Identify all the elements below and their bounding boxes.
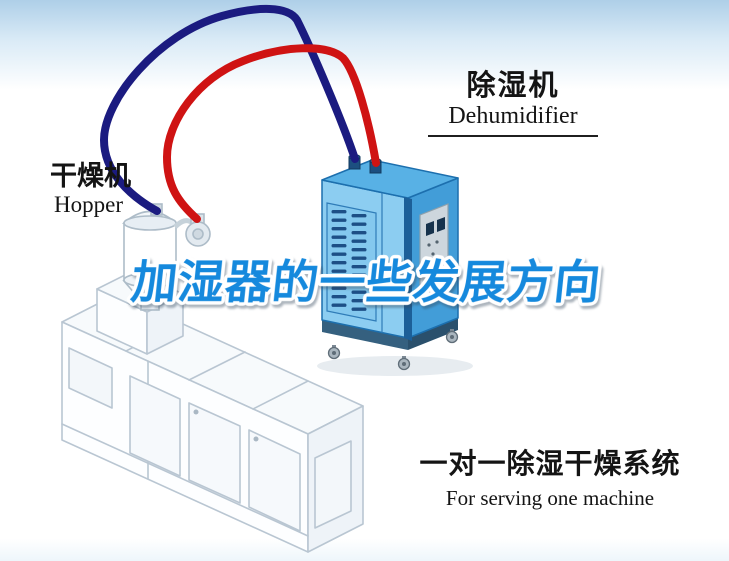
- hopper-label-cn: 干燥机: [50, 161, 131, 191]
- door-handle: [193, 409, 199, 415]
- dehumidifier-label: 除湿机 Dehumidifier: [428, 70, 598, 137]
- hopper-label: 干燥机 Hopper: [50, 161, 131, 218]
- hopper-label-en: Hopper: [54, 192, 123, 217]
- title-overlay: 加湿器的一些发展方向: [129, 256, 604, 308]
- system-caption-cn: 一对一除湿干燥系统: [419, 448, 681, 479]
- vent-grille: [331, 210, 367, 311]
- red-supply-hose: [162, 44, 380, 223]
- machine-door-1: [129, 375, 181, 477]
- control-panel: [419, 203, 449, 299]
- hopper-body: [123, 222, 177, 281]
- navy-return-hose: [99, 5, 359, 215]
- corner-trim: [404, 197, 412, 341]
- blower-hub: [192, 228, 204, 240]
- floor-shadow: [317, 356, 473, 376]
- connecting-hoses: [99, 5, 380, 223]
- base-side: [408, 318, 458, 350]
- machine-left-panel: [68, 347, 113, 409]
- dehumidifier-label-en: Dehumidifier: [448, 103, 578, 129]
- system-caption-en: For serving one machine: [445, 486, 655, 510]
- machine-door-3: [248, 429, 301, 532]
- extruder-machine: [61, 270, 364, 553]
- hopper-lid: [123, 215, 177, 231]
- caster-wheels: [327, 329, 459, 371]
- machine-door-2: [188, 402, 241, 504]
- dehumidifier-unit: [317, 154, 473, 376]
- dehumidifier-label-cn: 除湿机: [466, 70, 560, 102]
- door-handle: [253, 436, 259, 442]
- hopper-dryer-unit: [121, 203, 211, 311]
- system-caption: 一对一除湿干燥系统 For serving one machine: [404, 448, 696, 511]
- hopper-flange: [123, 272, 177, 288]
- base-front: [322, 320, 408, 350]
- machine-end-panel: [314, 440, 352, 529]
